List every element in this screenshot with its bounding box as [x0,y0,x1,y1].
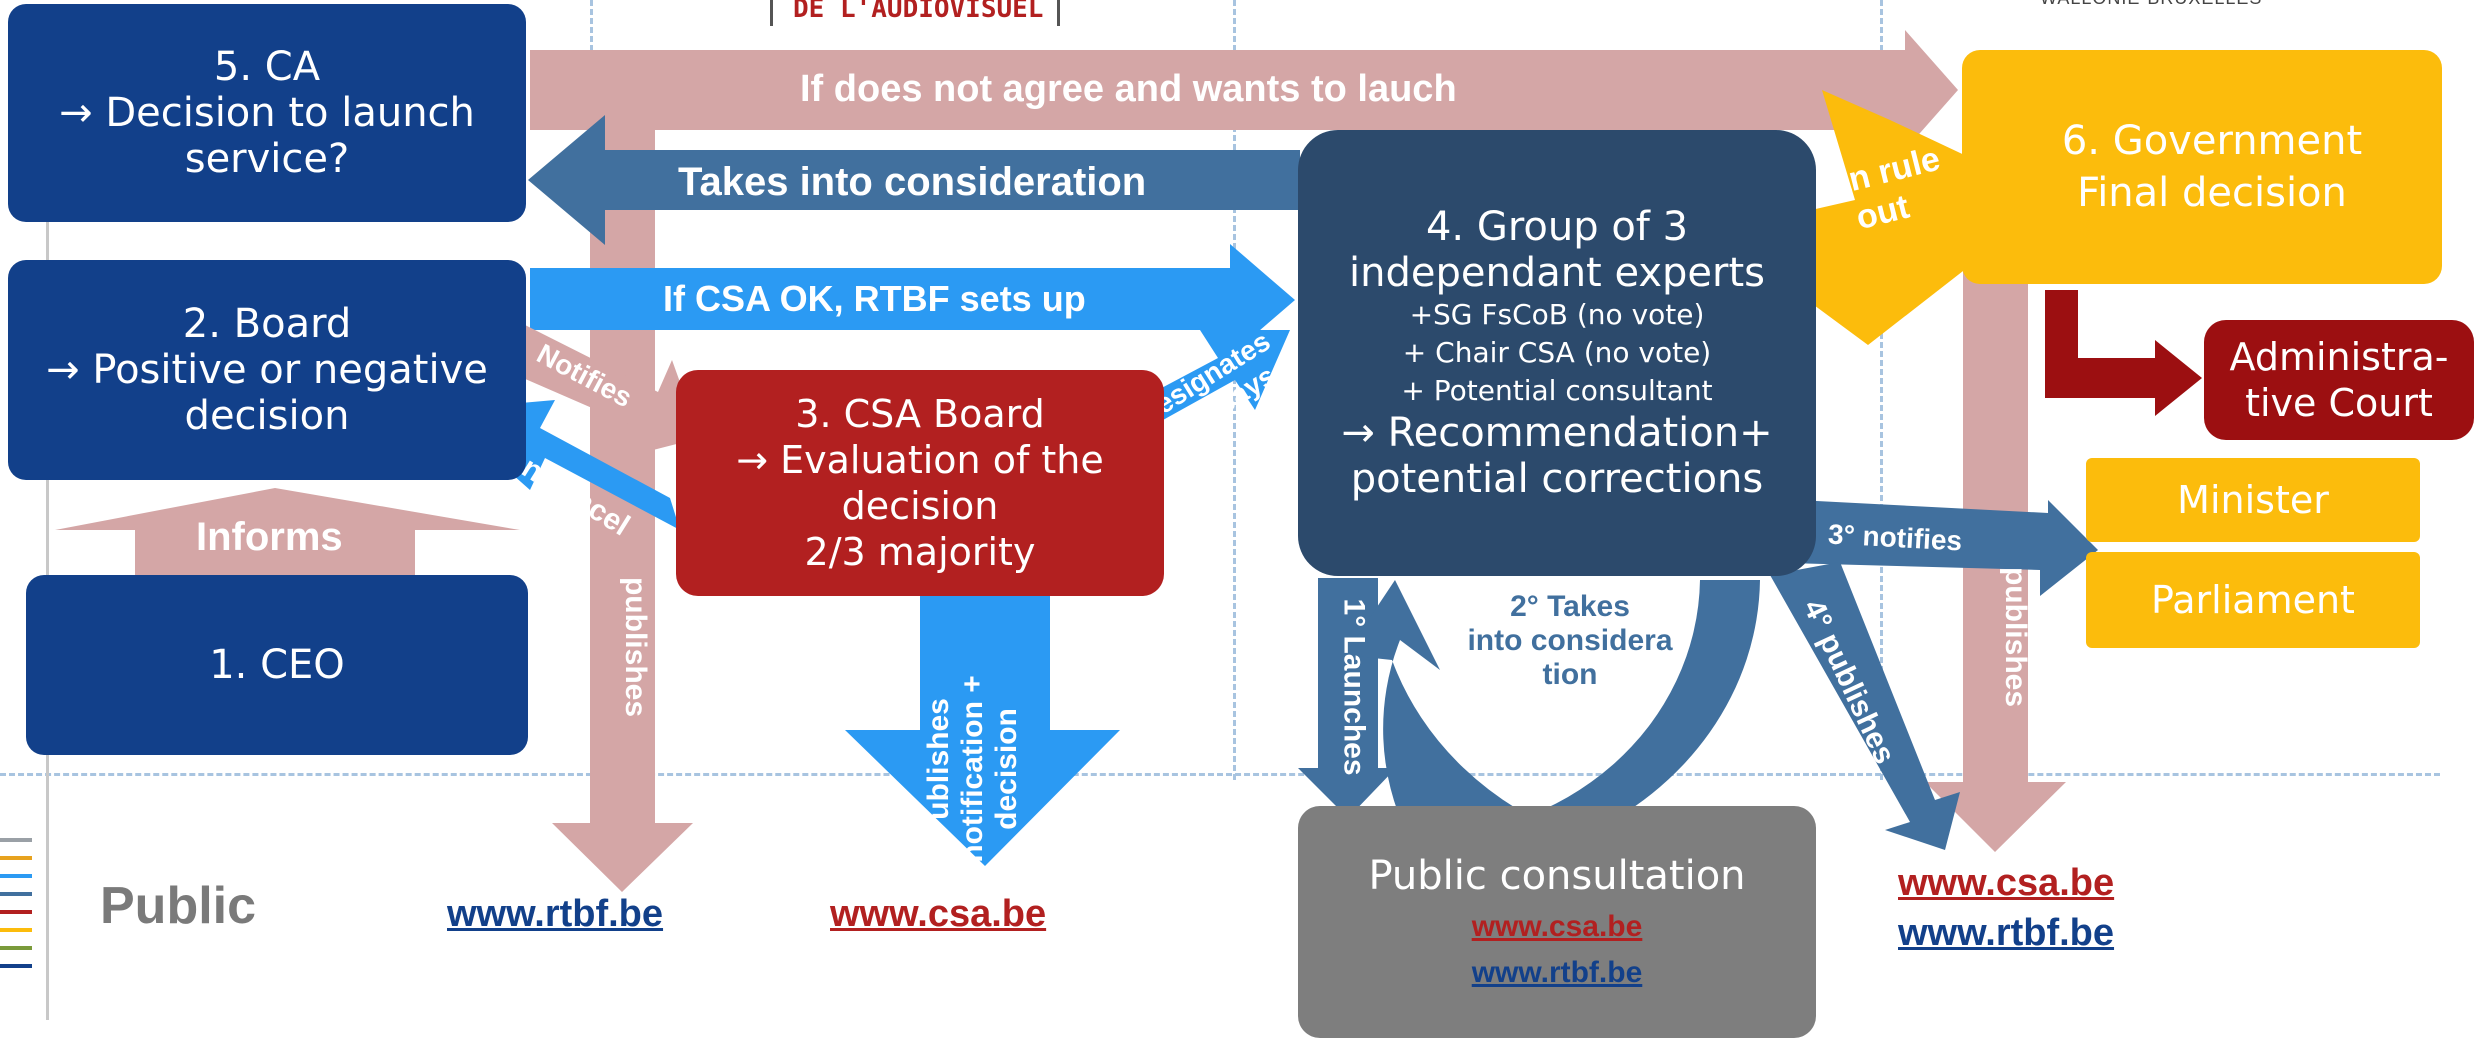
label-if-csa-ok: If CSA OK, RTBF sets up [663,278,1086,319]
box-csa-board: 3. CSA Board → Evaluation of the decisio… [676,370,1164,596]
box-ceo: 1. CEO [26,575,528,755]
box-admin-court: Administra- tive Court [2204,320,2474,440]
publishes-line1: Publishes [922,698,955,840]
box-board: 2. Board → Positive or negative decision [8,260,526,480]
ceo-label: 1. CEO [209,642,345,688]
label-publishes-csa: Publishes notification + decision [922,669,1024,869]
arrow-notifies-3 [1752,498,2098,596]
box-minister: Minister [2086,458,2420,542]
publishes-line2: notification + [956,675,989,863]
logo-text: DE L'AUDIOVISUEL [793,0,1044,24]
right-link-rtbf[interactable]: www.rtbf.be [1898,912,2115,954]
arrow-informs [55,488,520,575]
board-line3: decision [184,393,350,439]
arrow-takes-consideration [528,115,1300,245]
arrow-admin-court [2045,290,2202,416]
csa-board-title: 3. CSA Board [795,392,1045,436]
publishes-line3: decision [990,708,1023,830]
arrow-if-csa-ok [530,244,1295,356]
arrow-publishes-csa [845,596,1120,866]
label-takes-consideration: Takes into consideration [678,160,1147,204]
admin-court-line1: Administra- [2229,335,2449,379]
ca-line3: service? [184,136,350,182]
consultation-link-csa[interactable]: www.csa.be [1471,910,1643,943]
arrow-publishes-4 [1770,562,1960,850]
minister-label: Minister [2177,478,2329,522]
box-parliament: Parliament [2086,552,2420,648]
arrow-notifies [500,325,700,458]
government-title: 6. Government [2061,118,2363,164]
parliament-label: Parliament [2151,578,2355,622]
arrow-takes-consideration-2 [1345,580,1760,838]
right-link-csa[interactable]: www.csa.be [1898,862,2115,904]
label-publishes-5: publishes [1999,566,2033,708]
label-takes-2: 2° Takes into considera tion [1460,590,1680,692]
board-title: 2. Board [182,301,352,347]
ca-line2: → Decision to launch [59,90,475,136]
experts-line5: + Potential consultant [1401,374,1713,407]
ca-title: 5. CA [213,44,321,90]
box-government: 6. Government Final decision [1962,50,2442,284]
box-public-consultation: Public consultation www.csa.be www.rtbf.… [1298,806,1816,1038]
board-line2: → Positive or negative [46,347,488,393]
box-ca: 5. CA → Decision to launch service? [8,4,526,222]
label-informs: Informs [196,515,343,559]
government-line2: Final decision [2077,170,2347,216]
divider-line [1880,0,1883,780]
experts-line7: potential corrections [1350,456,1764,502]
corner-text: WALLONIE-BRUXELLES [2040,0,2262,9]
experts-line3: +SG FsCoB (no vote) [1409,298,1705,331]
takes-2-line2: into considera [1467,624,1673,657]
box-experts: 4. Group of 3 independant experts +SG Fs… [1298,130,1816,576]
label-publishes-rtbf: publishes [619,576,653,718]
csa-board-line4: 2/3 majority [804,530,1036,574]
divider-line [1233,0,1236,780]
csa-board-line2: → Evaluation of the [736,438,1104,482]
takes-2-line1: 2° Takes [1510,590,1630,623]
pink-arrow-top [530,30,1958,150]
public-divider-line [0,773,2440,776]
consultation-link-rtbf[interactable]: www.rtbf.be [1471,956,1643,989]
csa-board-line3: decision [841,484,999,528]
label-if-not-agree: If does not agree and wants to lauch [800,68,1457,110]
experts-line6: → Recommendation+ [1341,410,1773,456]
consultation-title: Public consultation [1368,853,1746,899]
experts-line2: independant experts [1348,250,1765,296]
takes-2-line3: tion [1542,658,1598,691]
experts-title: 4. Group of 3 [1425,204,1689,250]
link-rtbf[interactable]: www.rtbf.be [447,893,664,935]
experts-line4: + Chair CSA (no vote) [1402,336,1712,369]
label-launches: 1° Launches [1337,598,1371,776]
admin-court-line2: tive Court [2245,381,2433,425]
color-stripes [0,838,32,1023]
public-label: Public [100,877,257,935]
link-csa[interactable]: www.csa.be [830,893,1047,935]
csa-logo: DE L'AUDIOVISUEL [770,0,1060,26]
